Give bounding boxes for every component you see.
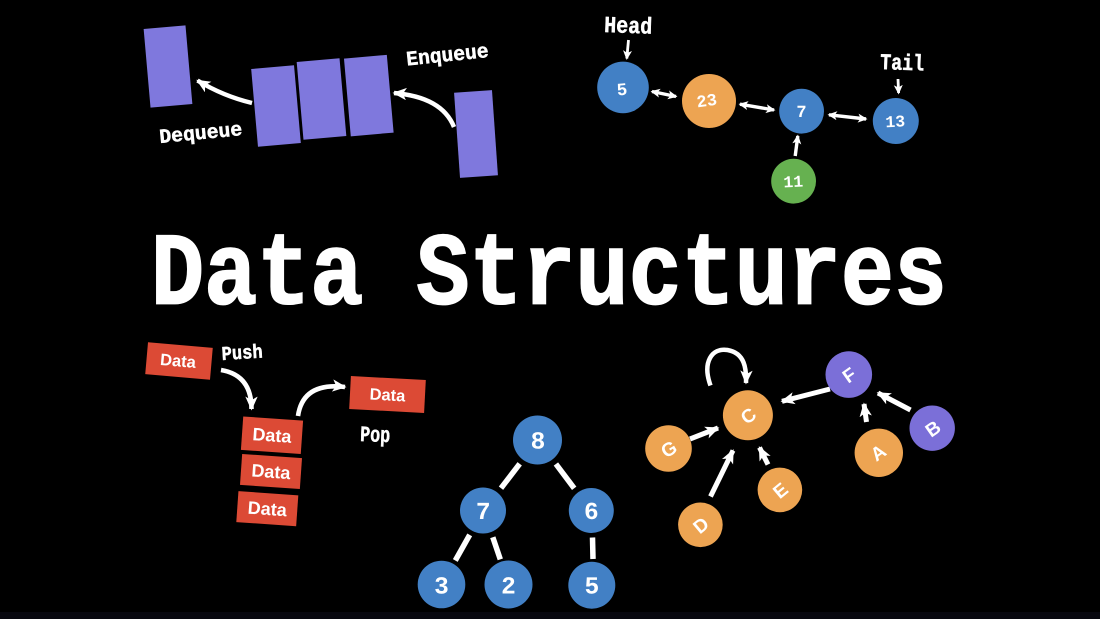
svg-text:7: 7 bbox=[476, 500, 491, 527]
svg-text:Data: Data bbox=[369, 386, 406, 406]
svg-text:7: 7 bbox=[796, 104, 806, 123]
svg-text:11: 11 bbox=[783, 172, 804, 192]
svg-text:Data: Data bbox=[247, 498, 288, 521]
svg-text:Tail: Tail bbox=[880, 50, 925, 78]
svg-text:23: 23 bbox=[696, 92, 719, 114]
svg-text:Data: Data bbox=[252, 424, 293, 447]
svg-text:Head: Head bbox=[604, 13, 653, 41]
svg-text:5: 5 bbox=[584, 575, 599, 602]
svg-text:8: 8 bbox=[531, 430, 546, 457]
svg-text:Push: Push bbox=[221, 342, 263, 366]
svg-text:6: 6 bbox=[584, 500, 599, 527]
svg-text:Pop: Pop bbox=[360, 423, 391, 449]
svg-text:5: 5 bbox=[616, 81, 628, 102]
svg-text:3: 3 bbox=[434, 574, 449, 601]
svg-text:2: 2 bbox=[501, 574, 516, 601]
svg-text:13: 13 bbox=[885, 112, 906, 132]
svg-text:Data: Data bbox=[159, 351, 197, 372]
svg-text:Data: Data bbox=[251, 460, 292, 483]
svg-text:Data Structures: Data Structures bbox=[151, 218, 947, 335]
